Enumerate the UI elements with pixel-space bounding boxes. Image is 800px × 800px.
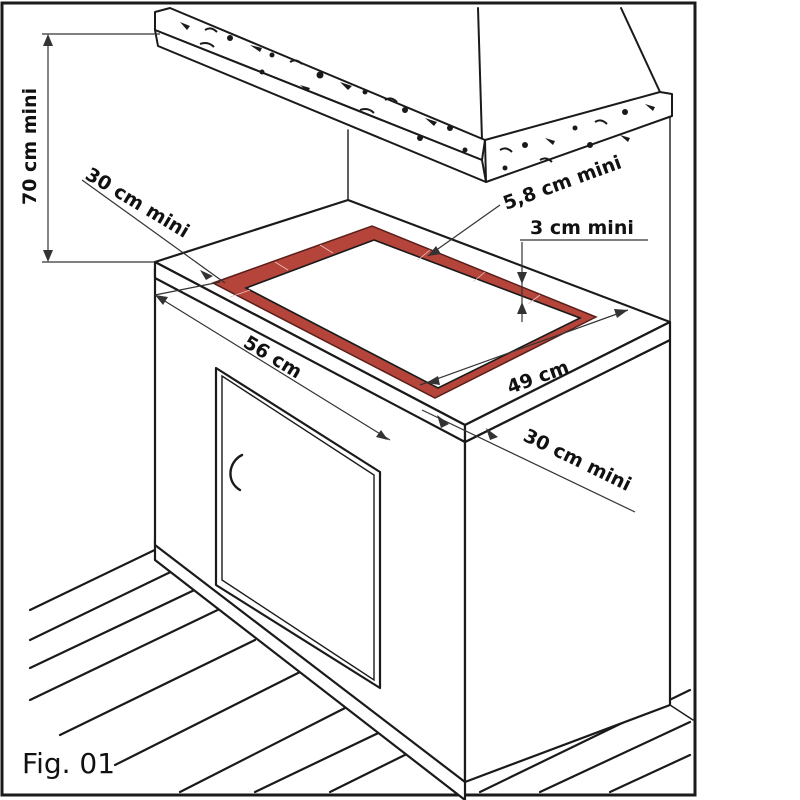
front-margin-label: 3 cm mini [530, 217, 634, 239]
cabinet-door [214, 366, 382, 690]
floor-planks [28, 543, 692, 794]
figure-caption: Fig. 01 [22, 747, 115, 780]
hood-height-label: 70 cm mini [19, 88, 41, 205]
hood-stone-texture [180, 22, 655, 171]
door-handle-icon [229, 453, 244, 492]
figure-frame [0, 1, 697, 797]
brick-border [211, 225, 598, 399]
left-clearance-label: 30 cm mini [81, 163, 193, 242]
front-margin-dimension: 3 cm mini [517, 217, 648, 322]
hood-height-dimension: 70 cm mini [19, 33, 160, 263]
range-hood [154, 7, 673, 183]
